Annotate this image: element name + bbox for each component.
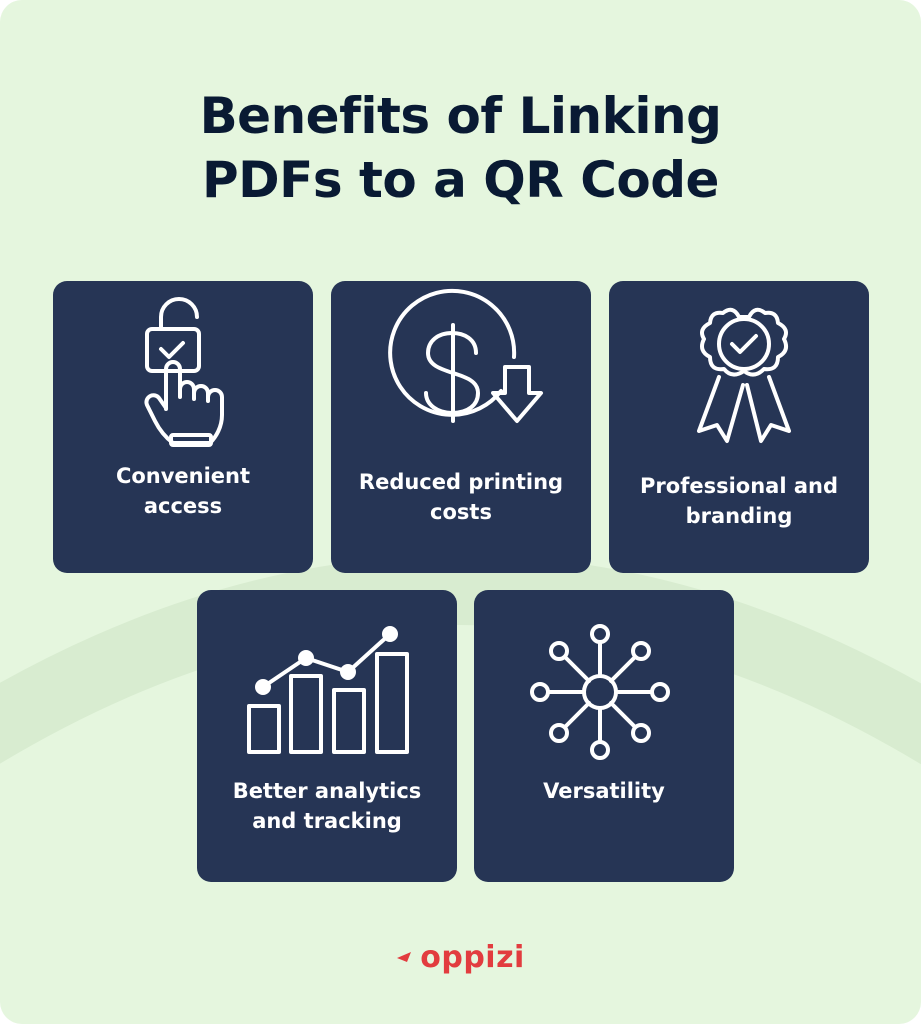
card-label: Reduced printing costs [358,470,564,524]
dollar-down-icon [388,288,543,423]
unlock-touch-icon [144,297,224,447]
card-label: Convenient access [115,464,251,518]
title-line-1: Benefits of Linking [199,87,722,145]
card-label: Versatility [543,779,665,803]
oppizi-logo-mark-icon [397,951,412,962]
card-versatility: Versatility [474,590,734,882]
card-professional-branding: Professional and branding [609,281,869,573]
card-label: Professional and branding [640,474,838,528]
card-convenient-access: Convenient access [53,281,313,573]
card-reduced-printing-costs: Reduced printing costs [331,281,591,573]
card-label: Better analytics and tracking [232,779,422,833]
oppizi-logo: oppizi [360,940,560,990]
card-better-analytics: Better analytics and tracking [197,590,457,882]
page-title: Benefits of Linking PDFs to a QR Code [60,84,861,212]
brand-name: oppizi [420,940,525,975]
bar-chart-trend-icon [247,626,409,754]
network-hub-icon [530,624,670,760]
title-line-2: PDFs to a QR Code [202,151,719,209]
